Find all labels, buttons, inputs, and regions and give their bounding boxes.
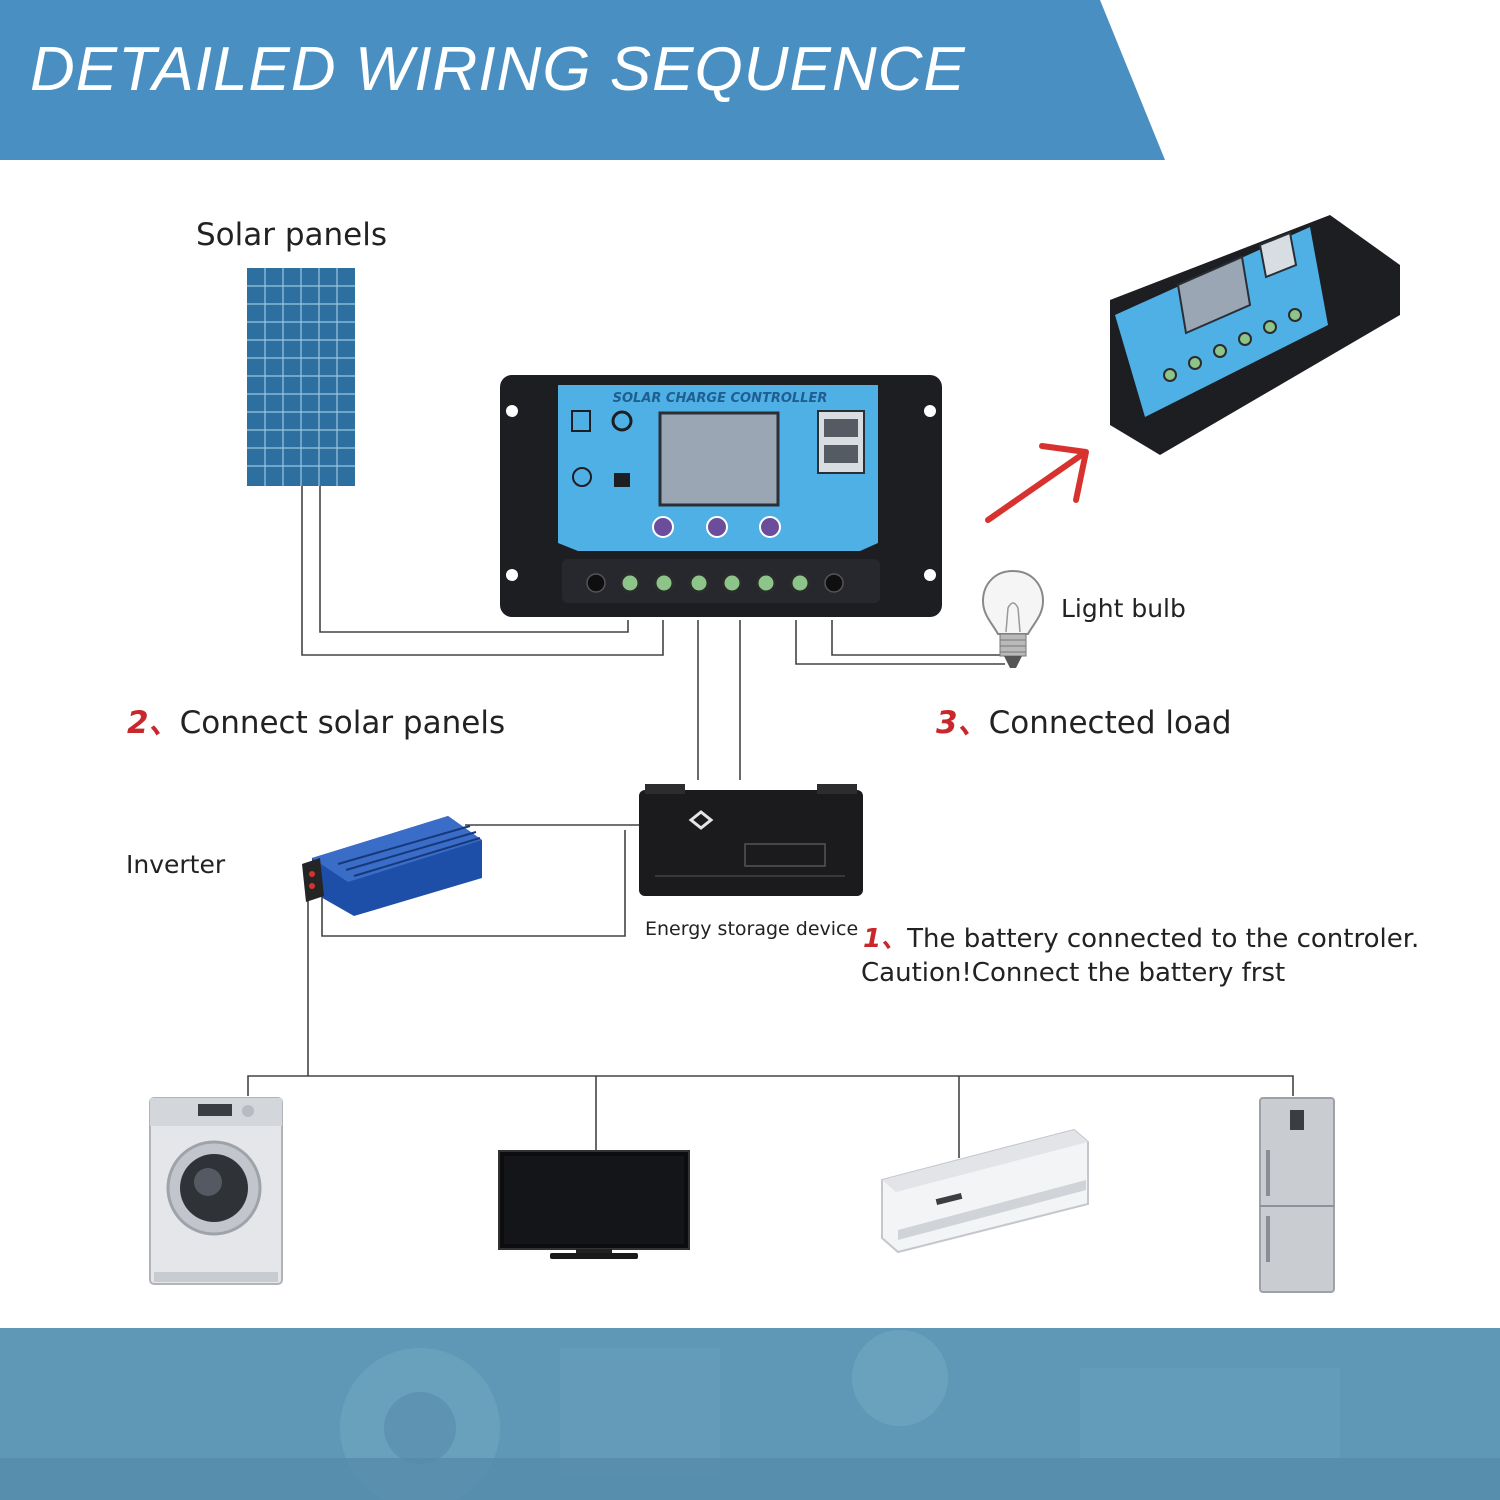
energy-storage-label: Energy storage device — [645, 918, 859, 940]
charge-controller-icon: SOLAR CHARGE CONTROLLER — [500, 375, 942, 617]
step-1-caption: Caution!Connect the battery frst — [861, 958, 1286, 988]
light-bulb-label: Light bulb — [1061, 594, 1186, 623]
header-banner — [0, 0, 1165, 160]
step-3-text: Connected load — [988, 705, 1232, 741]
step-2-number: 2、 — [127, 705, 180, 741]
inverter-icon — [302, 816, 482, 916]
step-2-text: Connect solar panels — [179, 705, 506, 741]
step-3-number: 3、 — [936, 705, 989, 741]
page-title: DETAILED WIRING SEQUENCE — [30, 35, 966, 104]
step-1: 1、The battery connected to the controler… — [863, 918, 1419, 955]
washing-machine-icon — [149, 1097, 283, 1285]
solar-panels-label: Solar panels — [196, 217, 388, 253]
step-1-text: The battery connected to the controler. — [907, 924, 1420, 954]
step-2: 2、Connect solar panels — [127, 697, 505, 742]
inverter-label: Inverter — [126, 850, 226, 879]
air-conditioner-icon — [881, 1128, 1089, 1254]
footer-banner — [0, 1328, 1500, 1500]
battery-icon — [639, 784, 863, 896]
light-bulb-icon — [981, 569, 1045, 668]
controller-perspective-icon — [1110, 215, 1400, 455]
arrow-icon — [985, 443, 1089, 523]
solar-panel-icon — [247, 268, 355, 486]
step-3: 3、Connected load — [936, 697, 1232, 742]
refrigerator-icon — [1259, 1097, 1335, 1293]
controller-face-text: SOLAR CHARGE CONTROLLER — [613, 391, 828, 406]
step-1-number: 1、 — [863, 924, 908, 954]
tv-icon — [498, 1150, 690, 1259]
